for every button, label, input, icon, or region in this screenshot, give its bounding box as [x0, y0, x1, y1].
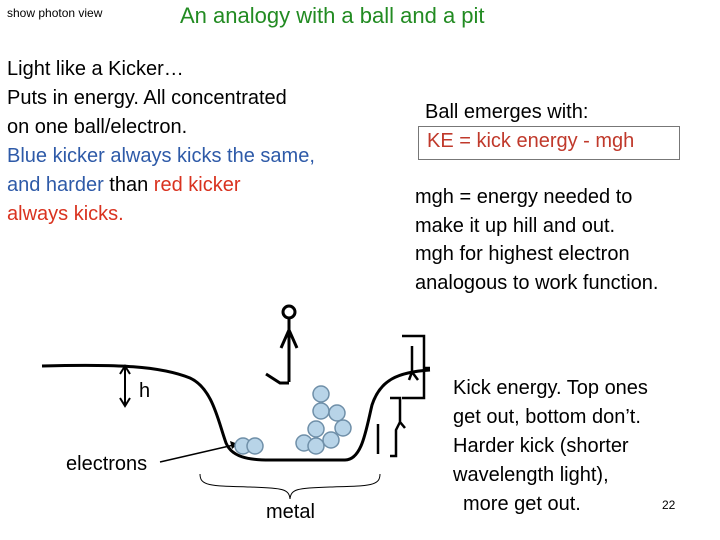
electrons-label: electrons — [66, 453, 148, 475]
ke-formula-box: KE = kick energy - mgh — [418, 126, 680, 160]
mgh-line-4: analogous to work function. — [415, 271, 659, 294]
electron-ball — [307, 437, 325, 455]
red-kicker-text: red kicker — [153, 174, 241, 196]
metal-brace — [199, 473, 381, 500]
kick-line-2: get out, bottom don’t. — [453, 406, 641, 428]
kick-line-5: more get out. — [463, 493, 581, 515]
electrons-arrow — [159, 443, 239, 463]
mgh-text-block: mgh = energy needed to make it up hill a… — [415, 183, 715, 297]
left-line-3: on one ball/electron. — [7, 116, 188, 138]
electron-ball — [312, 385, 330, 403]
mgh-line-1: mgh = energy needed to — [415, 186, 633, 208]
height-label: h — [139, 380, 151, 402]
show-photon-view-link[interactable]: show photon view — [7, 6, 103, 20]
than-text: than — [103, 174, 154, 196]
electron-balls — [234, 385, 352, 455]
kick-line-1: Kick energy. Top ones — [453, 377, 648, 399]
page-number: 22 — [662, 498, 676, 512]
height-arrow — [119, 364, 131, 408]
electron-ball — [246, 437, 264, 455]
mgh-line-3: mgh for highest electron — [415, 243, 630, 265]
ball-emerges-text: Ball emerges with: — [425, 101, 589, 123]
energy-brackets — [376, 334, 430, 458]
kick-line-4: wavelength light), — [453, 464, 609, 486]
metal-label: metal — [266, 501, 315, 523]
electron-ball — [322, 431, 340, 449]
escape-arrow — [265, 318, 299, 385]
left-line-1: Light like a Kicker… — [7, 58, 184, 80]
electron-ball — [328, 404, 346, 422]
red-kicker-line-2: always kicks. — [7, 203, 124, 225]
kick-energy-text-block: Kick energy. Top ones get out, bottom do… — [453, 374, 713, 519]
escaping-electron — [281, 304, 297, 320]
harder-line: and harder than red kicker — [7, 171, 397, 200]
slide-title: An analogy with a ball and a pit — [180, 3, 485, 28]
mgh-line-2: make it up hill and out. — [415, 214, 616, 237]
pit-curve — [41, 363, 431, 462]
electron-ball — [334, 419, 352, 437]
electrons-arrowhead — [230, 441, 238, 449]
kick-line-3: Harder kick (shorter — [453, 435, 629, 457]
left-text-block: Light like a Kicker… Puts in energy. All… — [7, 55, 397, 229]
electron-ball — [307, 420, 325, 438]
blue-kicker-line: Blue kicker always kicks the same, — [7, 145, 315, 167]
left-line-2: Puts in energy. All concentrated — [7, 87, 287, 109]
harder-text: and harder — [7, 174, 104, 196]
electron-ball — [312, 402, 330, 420]
